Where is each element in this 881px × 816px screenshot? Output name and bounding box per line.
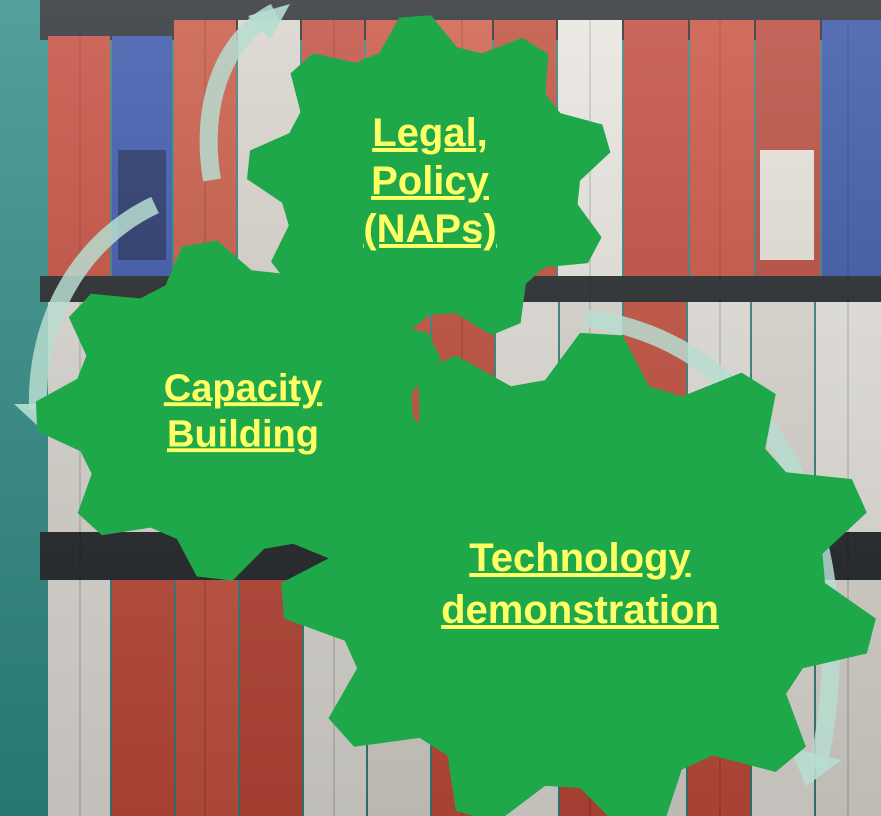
gear-technology-demonstration[interactable]: Technology demonstration <box>281 332 876 816</box>
gear-shape-technology-demonstration <box>281 332 876 816</box>
arrow-to-capacity <box>28 196 159 411</box>
gear-legal-policy[interactable]: Legal,Policy(NAPs) <box>247 15 611 343</box>
arrowhead-legal <box>248 4 290 40</box>
gear-label-capacity-building-line-0[interactable]: Capacity <box>164 367 322 409</box>
arrowhead-technology <box>790 748 842 786</box>
gear-label-legal-policy-line-0[interactable]: Legal, <box>372 111 488 155</box>
cycle-arrows <box>14 3 842 786</box>
arrow-to-technology <box>583 309 840 770</box>
gear-label-legal-policy-line-2[interactable]: (NAPs) <box>363 207 496 251</box>
gear-label-capacity-building-line-1[interactable]: Building <box>167 413 319 455</box>
gear-label-technology-demonstration-line-0[interactable]: Technology <box>469 536 691 580</box>
gears: Legal,Policy(NAPs)CapacityBuildingTechno… <box>35 15 876 816</box>
gear-label-legal-policy-line-1[interactable]: Policy <box>371 159 490 203</box>
gear-label-technology-demonstration-line-1[interactable]: demonstration <box>441 588 719 632</box>
